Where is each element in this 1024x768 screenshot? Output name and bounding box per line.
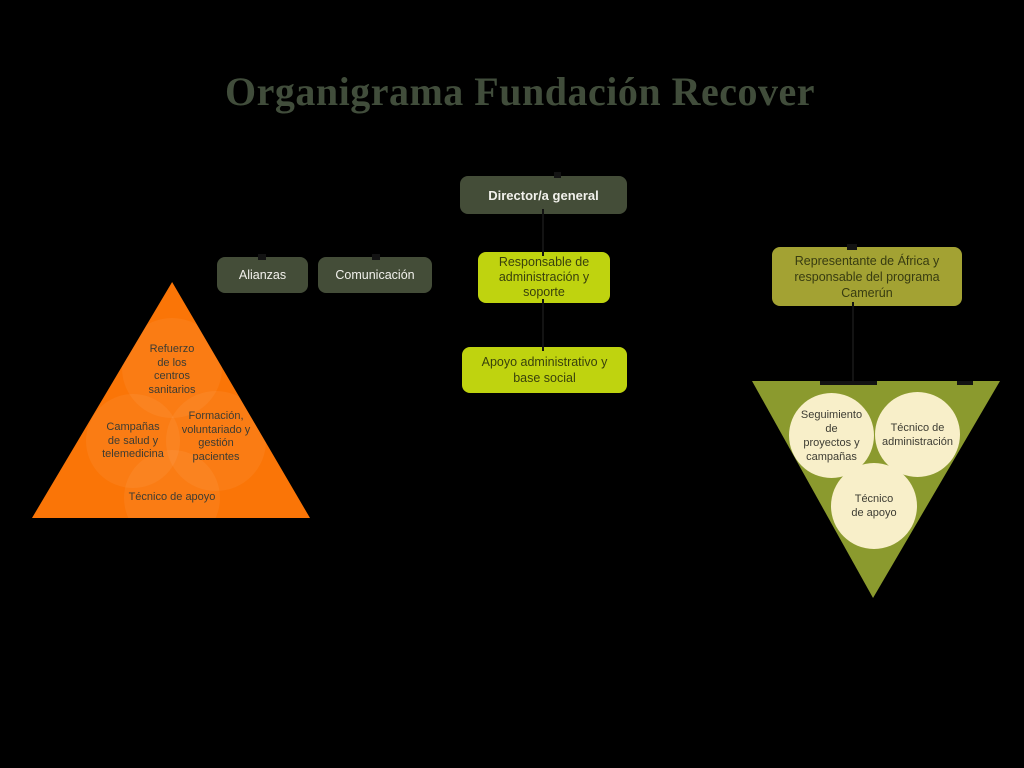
triangle-label-formacion: Formación, voluntariado y gestión pacien…: [181, 410, 251, 463]
connector-stub-representante: [847, 244, 857, 250]
connector-representante-triangle: [852, 302, 854, 385]
node-director-general: Director/a general: [460, 176, 627, 214]
circle-seguimiento-proyectos: Seguimiento de proyectos y campañas: [789, 393, 874, 478]
triangle-label-campanas: Campañas de salud y telemedicina: [102, 421, 164, 460]
triangle-label-tecnico-apoyo: Técnico de apoyo: [128, 491, 216, 503]
decorative-circle: [124, 450, 220, 518]
decorative-circle: [86, 394, 180, 488]
page-title: Organigrama Fundación Recover: [225, 69, 815, 114]
node-representante-africa: Representante de África y responsable de…: [772, 247, 962, 306]
connector-edge-triangle: [957, 381, 973, 385]
connector-edge-triangle: [820, 381, 877, 385]
connector-responsable-apoyo: [542, 299, 544, 351]
node-comunicacion: Comunicación: [318, 257, 432, 293]
triangle-label-refuerzo: Refuerzo de los centros sanitarios: [148, 343, 196, 396]
connector-stub-comunicacion: [372, 254, 380, 260]
connector-director-responsable: [542, 209, 544, 256]
circle-tecnico-apoyo: Técnico de apoyo: [831, 463, 917, 549]
node-responsable-administracion: Responsable de administración y soporte: [478, 252, 610, 303]
connector-stub-director-top: [554, 172, 561, 178]
node-apoyo-administrativo: Apoyo administrativo y base social: [462, 347, 627, 393]
orange-triangle: Refuerzo de los centros sanitarios Campa…: [32, 282, 310, 518]
circle-tecnico-administracion: Técnico de administración: [875, 392, 960, 477]
connector-stub-alianzas: [258, 254, 266, 260]
node-alianzas: Alianzas: [217, 257, 308, 293]
